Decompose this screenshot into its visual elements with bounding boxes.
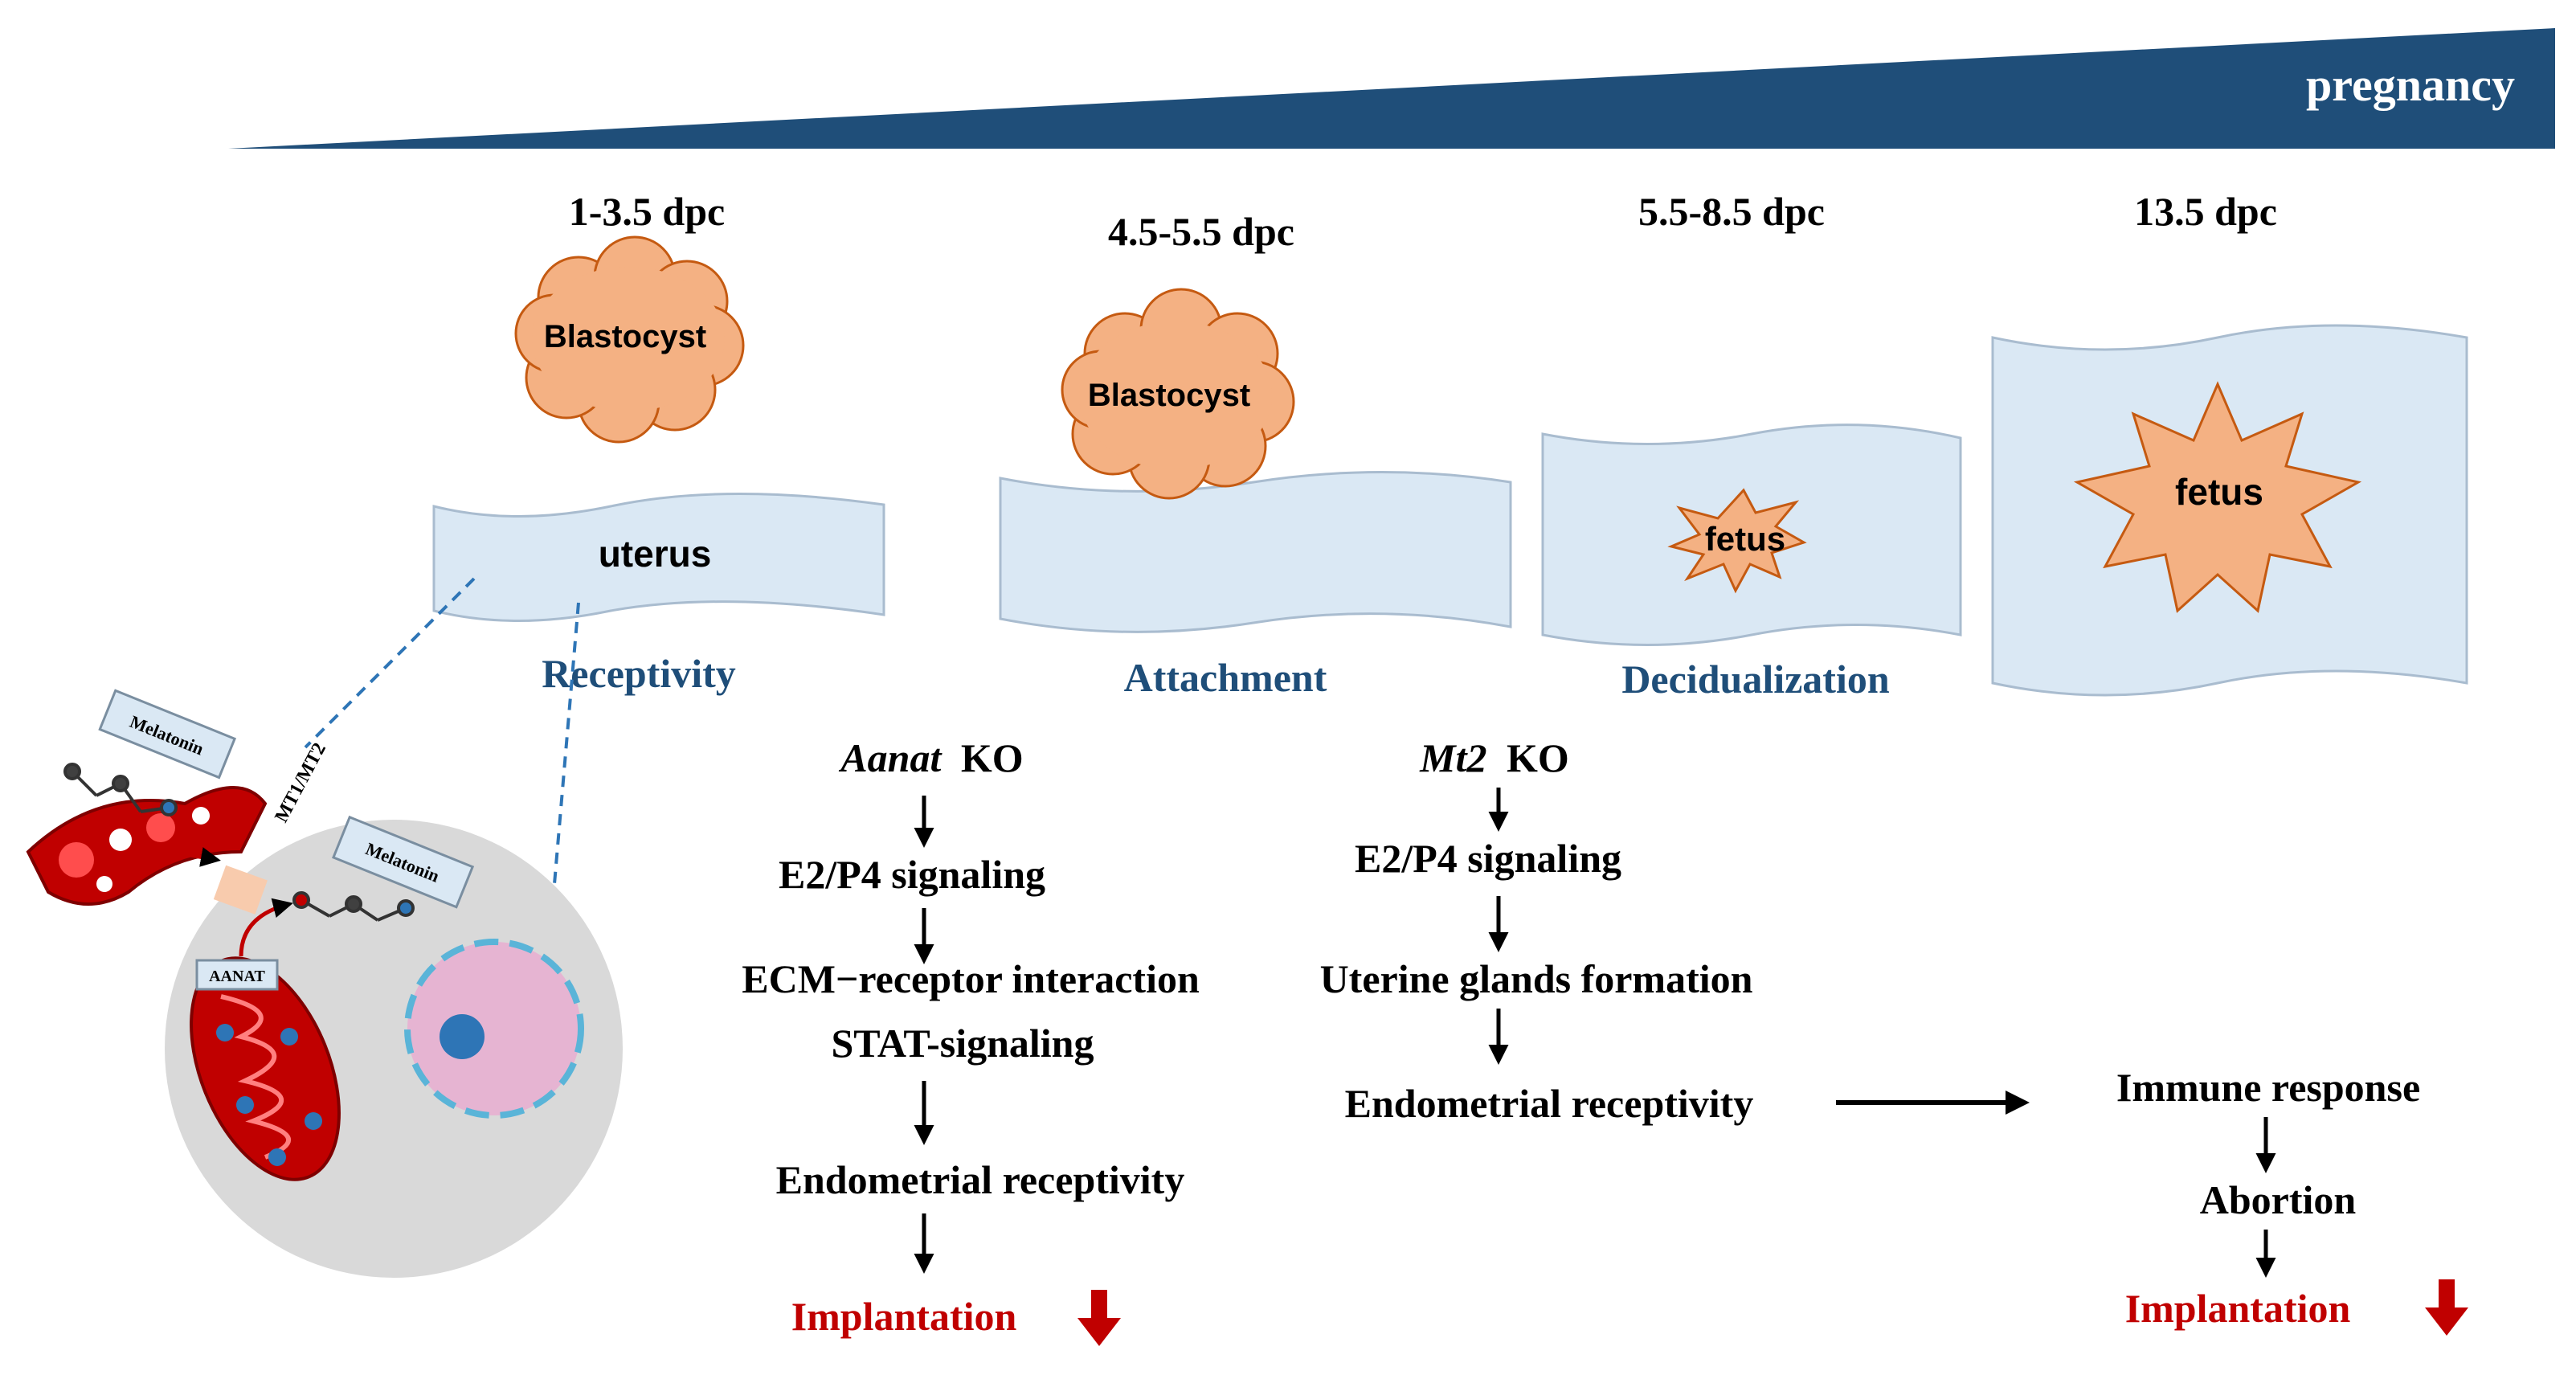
stage-2-uterus [999,471,1512,633]
pregnancy-label: pregnancy [2306,59,2515,111]
blood-vessel [26,786,268,906]
stage-3-label: Decidualization [1621,657,1890,702]
downstream-down-arrow-icon [2425,1279,2468,1336]
aanat-pathway: Aanat KO E2/P4 signaling ECM−receptor in… [742,735,1200,1346]
aanat-label: AANAT [209,968,265,985]
downstream-outcome: Implantation [2125,1286,2351,1331]
zoom-line-2 [553,602,580,885]
aanat-step-stat: STAT-signaling [831,1021,1094,1066]
aanat-tag: AANAT [195,959,279,991]
downstream-pathway: Immune response Abortion Implantation [2116,1065,2468,1336]
stage-2-dpc: 4.5-5.5 dpc [1108,209,1294,254]
downstream-abortion: Abortion [2200,1177,2357,1222]
mt2-step-e2p4: E2/P4 signaling [1355,836,1621,881]
stage-3-fetus: fetus [1667,488,1807,594]
stage-1-uterus: uterus [432,492,885,622]
melatonin-molecule-2 [292,891,415,922]
downstream-immune: Immune response [2116,1065,2420,1110]
stage-2-label: Attachment [1124,655,1327,700]
aanat-ko: KO [961,735,1024,780]
nucleus [404,939,584,1119]
mito-to-melatonin-arrow [239,898,293,957]
uterus-label: uterus [599,533,712,575]
pregnancy-wedge [228,28,2555,149]
aanat-down-arrow-icon [1077,1290,1121,1346]
aanat-gene: Aanat [838,735,942,780]
stage-2-blastocyst-label: Blastocyst [1088,378,1250,413]
mt2-pathway: Mt2 KO E2/P4 signaling Uterine glands fo… [1320,735,2030,1126]
aanat-ko-title: Aanat KO [838,735,1023,780]
melatonin-tag-1: Melatonin [98,689,237,780]
stage-1-label: Receptivity [542,651,736,696]
mt2-ko-title: Mt2 KO [1419,735,1569,780]
stage-1-blastocyst: Blastocyst [514,235,745,444]
stage-4-fetus-label: fetus [2175,471,2263,513]
stage-4-fetus: fetus [2073,381,2362,613]
stage-3-dpc: 5.5-8.5 dpc [1638,189,1825,234]
receptor-arrow [172,847,221,867]
mt2-gene: Mt2 [1419,735,1486,780]
stage-1-blastocyst-label: Blastocyst [544,319,706,354]
aanat-step-receptivity: Endometrial receptivity [776,1157,1185,1202]
mt2-step-receptivity: Endometrial receptivity [1345,1081,1754,1126]
stage-3-fetus-label: fetus [1705,520,1785,558]
aanat-outcome: Implantation [791,1294,1017,1339]
zoom-line-1 [304,577,476,749]
stage-1-dpc: 1-3.5 dpc [569,189,725,234]
melatonin-molecule-1 [63,763,178,816]
mt2-ko: KO [1507,735,1569,780]
stage-2-blastocyst: Blastocyst [1061,288,1295,500]
mt2-step-glands: Uterine glands formation [1320,956,1753,1001]
stage-4-dpc: 13.5 dpc [2134,189,2277,234]
aanat-step-ecm: ECM−receptor interaction [742,956,1200,1001]
receptor-label: MT1/MT2 [271,739,330,826]
pregnancy-banner: pregnancy [228,28,2555,149]
cell-inset: Melatonin MT1/MT2 Melatonin [26,577,623,1278]
aanat-step-e2p4: E2/P4 signaling [779,852,1045,897]
